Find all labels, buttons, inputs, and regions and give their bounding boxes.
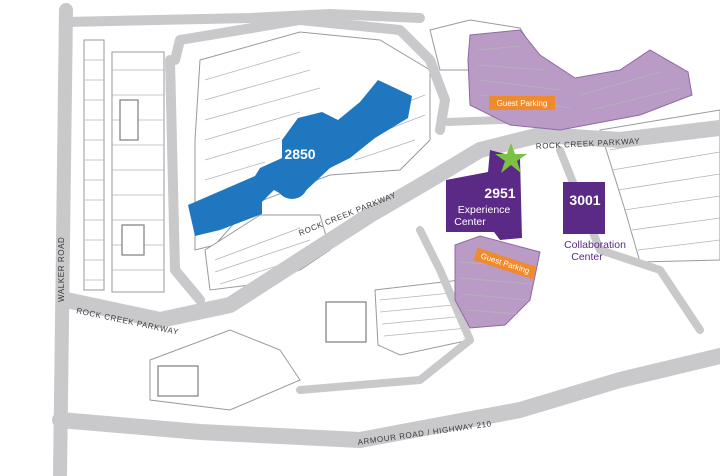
road-label-walker: WALKER ROAD [57,237,66,302]
guest-parking-badge-north-label: Guest Parking [497,99,548,108]
building-2850-shape [188,80,412,236]
roads [52,3,720,476]
building-2951-shape [446,150,522,240]
small-building-southwest [157,365,199,397]
north-road [61,9,425,27]
small-building-west-2 [121,224,145,256]
armour-road [52,348,720,448]
building-2951-name-line2: Center [454,216,486,228]
building-2850[interactable]: 2850 [188,80,412,236]
building-2850-rotunda [276,167,308,199]
building-3001-number: 3001 [569,192,600,208]
building-3001[interactable]: 3001 [563,182,605,234]
loop-road-west [165,55,205,305]
building-3001-name-line1: Collaboration [564,239,626,251]
purple-lot-north [467,29,693,131]
star-icon [495,143,527,173]
purple-lot-south [454,235,541,329]
walker-road [53,3,73,476]
guest-parking-badge-south-bg [473,247,537,280]
parking-lot-2850-stripes [204,51,426,181]
building-3001-name-line2: Center [571,251,603,263]
parking-lot-west [111,51,165,293]
building-2951-number: 2951 [484,185,515,201]
parking-lot-east [599,109,720,263]
guest-parking-badge-north[interactable]: Guest Parking [489,96,555,110]
parking-lot-center-south [204,214,331,291]
building-2951-name-line1: Experience [458,204,511,216]
building-3001-shape [563,182,605,234]
parking-lot-west-strip [83,39,105,291]
loop-road-north [170,15,450,135]
south-connector [296,226,474,394]
small-building-south [325,301,367,343]
building-2951[interactable]: 2951 Experience Center [446,150,522,240]
rock-creek-parkway [58,120,720,328]
small-building-west-1 [119,99,139,141]
guest-parking-badge-north-bg [489,96,555,110]
building-2850-number: 2850 [284,146,315,162]
